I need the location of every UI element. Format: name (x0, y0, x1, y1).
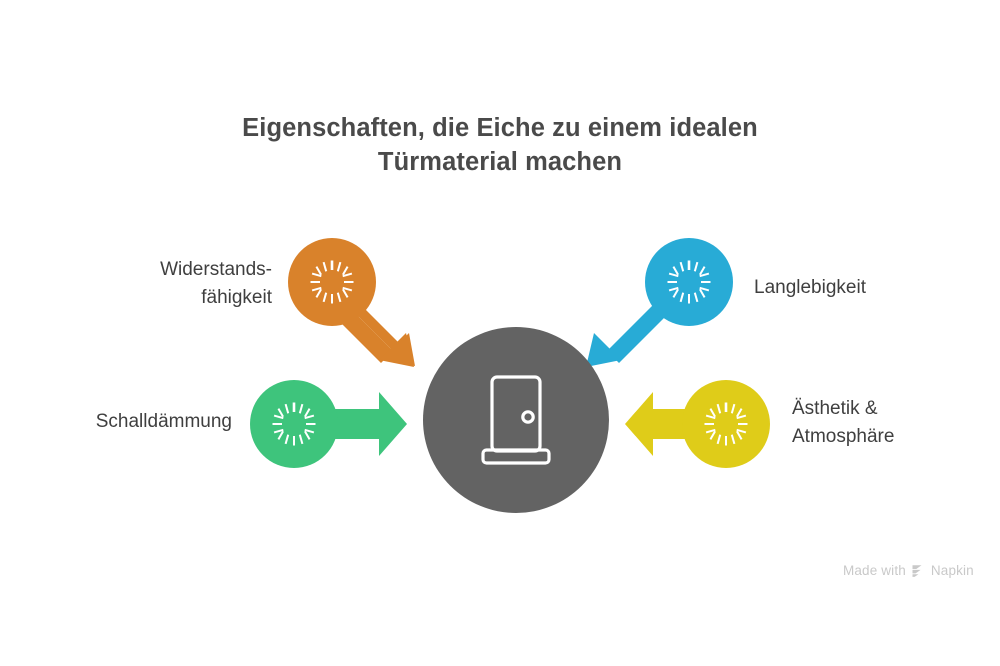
node-label-aesthetics: Ästhetik & Atmosphäre (792, 398, 895, 447)
watermark-brand: Napkin (930, 563, 974, 578)
node-sound-insulation[interactable] (250, 380, 338, 468)
sunburst-icon (667, 260, 711, 304)
center-node-door[interactable] (423, 327, 609, 513)
sunburst-icon (704, 402, 748, 446)
page-title-line-1: Eigenschaften, die Eiche zu einem ideale… (242, 114, 758, 142)
node-label-resistance: Widerstands- fähigkeit (160, 259, 272, 308)
door-icon (481, 375, 551, 465)
node-label-sound-insulation: Schalldämmung (95, 411, 232, 432)
watermark-prefix: Made with (843, 563, 906, 578)
napkin-logo-icon (912, 565, 922, 577)
node-label-durability: Langlebigkeit (754, 277, 866, 298)
sunburst-icon (310, 260, 354, 304)
napkin-watermark[interactable]: Made with Napkin (843, 563, 974, 578)
sunburst-icon (272, 402, 316, 446)
node-aesthetics[interactable] (682, 380, 770, 468)
page-title-line-2: Türmaterial machen (377, 147, 623, 176)
node-durability[interactable] (645, 238, 733, 326)
node-resistance[interactable] (288, 238, 376, 326)
page-title: Eigenschaften, die Eiche zu einem ideale… (160, 112, 840, 179)
